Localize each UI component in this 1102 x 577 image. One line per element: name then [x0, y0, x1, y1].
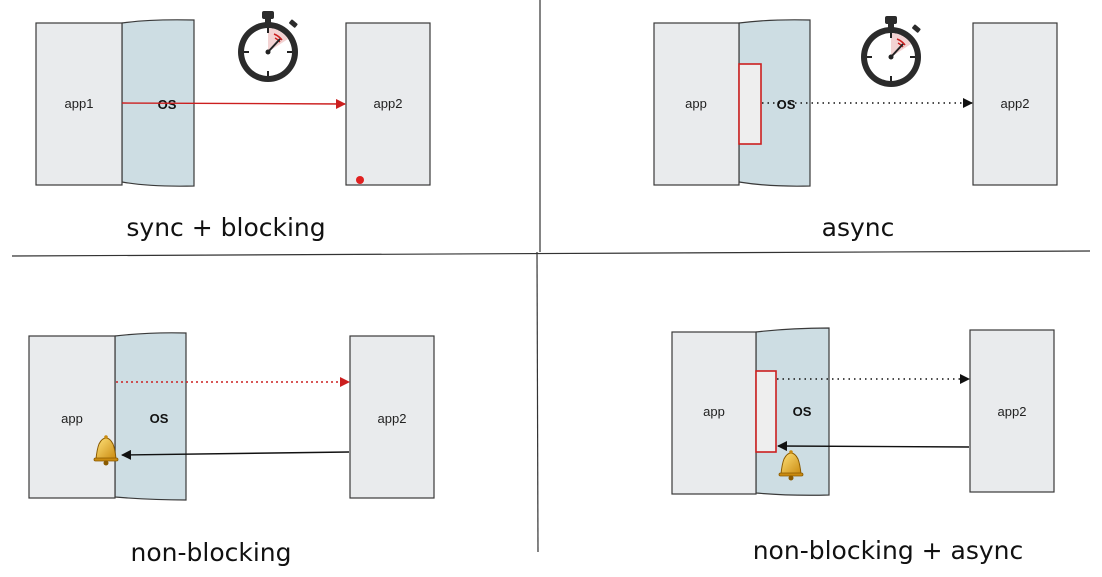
panel-sync-blocking: app1 OS app2 sync + blocking	[35, 11, 431, 242]
panel-non-blocking-async: app OS app2 non-blocking + async	[671, 327, 1055, 565]
os-label: OS	[793, 404, 812, 419]
bell-icon	[778, 450, 804, 481]
app1-label: app1	[65, 96, 94, 111]
app2-box	[969, 329, 1055, 493]
caption-non-blocking-async: non-blocking + async	[753, 536, 1024, 565]
os-label: OS	[158, 97, 177, 112]
app2-label: app2	[378, 411, 407, 426]
request-buffer	[755, 370, 777, 453]
app2-box	[349, 335, 435, 499]
horizontal-divider	[11, 250, 1091, 257]
app-box	[28, 335, 116, 499]
bell-icon	[93, 435, 119, 466]
sync-call-arrow	[121, 98, 346, 109]
callback-arrow	[777, 441, 970, 452]
app2-label: app2	[1001, 96, 1030, 111]
caption-async: async	[822, 213, 895, 242]
app-label: app	[685, 96, 707, 111]
request-buffer	[738, 63, 762, 145]
app2-label: app2	[998, 404, 1027, 419]
os-label: OS	[150, 411, 169, 426]
vertical-divider-bottom	[536, 251, 539, 553]
caption-non-blocking: non-blocking	[131, 538, 292, 567]
os-label: OS	[777, 97, 796, 112]
caption-sync-blocking: sync + blocking	[126, 213, 325, 242]
panel-non-blocking: app OS app2 non-blocking	[28, 332, 435, 567]
panel-async: app OS app2 async	[653, 16, 1058, 242]
app2-box	[972, 22, 1058, 186]
app1-box	[35, 22, 123, 186]
app-label: app	[703, 404, 725, 419]
stopwatch-icon	[238, 11, 298, 82]
stopwatch-icon	[861, 16, 921, 87]
blocking-indicator-dot	[356, 176, 364, 184]
app-label: app	[61, 411, 83, 426]
os-region	[114, 332, 187, 501]
os-region	[755, 327, 830, 496]
app-box	[671, 331, 757, 495]
app2-box	[345, 22, 431, 186]
callback-arrow	[121, 449, 350, 460]
app2-label: app2	[374, 96, 403, 111]
